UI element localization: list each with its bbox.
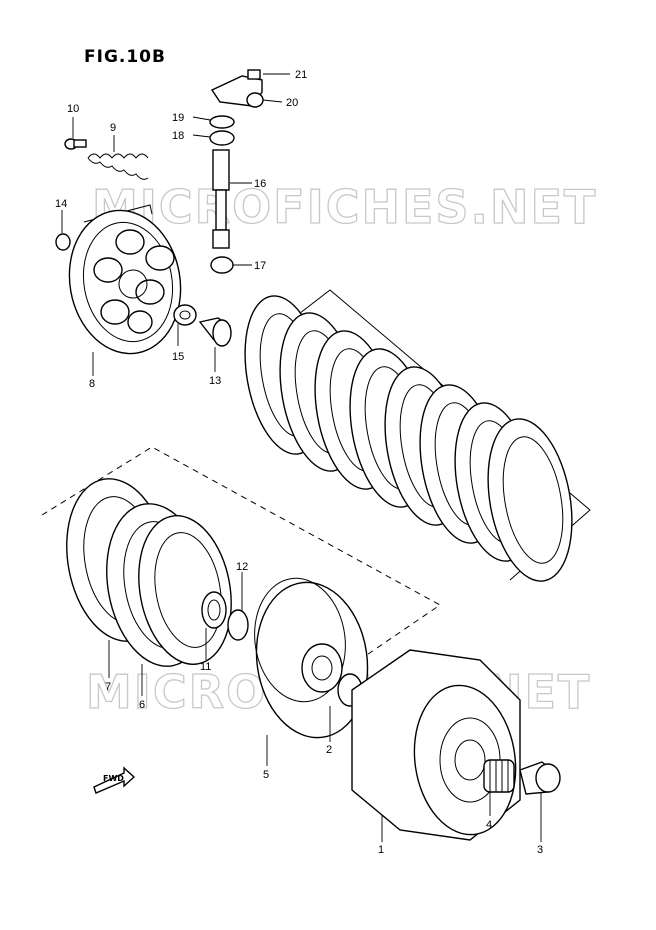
spring-washer-12 bbox=[227, 609, 249, 641]
lower-plates bbox=[41, 446, 441, 681]
callout-21: 21 bbox=[295, 69, 307, 81]
push-piece bbox=[198, 317, 232, 347]
bearing-15 bbox=[173, 304, 197, 326]
callout-3: 3 bbox=[537, 844, 543, 856]
callout-5: 5 bbox=[263, 769, 269, 781]
callout-13: 13 bbox=[209, 375, 221, 387]
callout-18: 18 bbox=[172, 130, 184, 142]
needle-bearing-4 bbox=[483, 759, 515, 793]
fwd-label: FWD bbox=[103, 774, 124, 783]
figure-title: FIG.10B bbox=[84, 47, 166, 67]
callout-8: 8 bbox=[89, 378, 95, 390]
spring-bolt bbox=[64, 138, 87, 150]
callout-1: 1 bbox=[378, 844, 384, 856]
release-arm bbox=[210, 69, 264, 108]
watermark-top: MICROFICHES.NET bbox=[92, 180, 597, 234]
callout-2: 2 bbox=[326, 744, 332, 756]
pressure-plate-bosses bbox=[93, 229, 175, 334]
callout-10: 10 bbox=[67, 103, 79, 115]
fwd-direction-arrow: FWD bbox=[93, 766, 136, 794]
release-shaft bbox=[212, 149, 230, 249]
bearing-18 bbox=[209, 130, 235, 146]
spacer-3 bbox=[519, 761, 561, 795]
callout-12: 12 bbox=[236, 561, 248, 573]
callout-14: 14 bbox=[55, 198, 67, 210]
washer-14 bbox=[55, 233, 71, 251]
callout-labels: 21 20 19 18 16 17 10 9 14 15 13 8 12 11 … bbox=[55, 69, 543, 856]
leader-lines bbox=[61, 73, 542, 842]
callout-6: 6 bbox=[139, 699, 145, 711]
callout-7: 7 bbox=[105, 681, 111, 693]
clutch-housing bbox=[351, 649, 521, 841]
callout-16: 16 bbox=[254, 178, 266, 190]
callout-11: 11 bbox=[200, 661, 211, 673]
pressure-plate bbox=[68, 204, 182, 355]
clutch-spring bbox=[87, 153, 149, 180]
callout-9: 9 bbox=[110, 122, 116, 134]
callout-20: 20 bbox=[286, 97, 298, 109]
oil-seal-19 bbox=[209, 115, 235, 129]
thrust-washer-11 bbox=[201, 591, 227, 629]
callout-17: 17 bbox=[254, 260, 266, 272]
callout-4: 4 bbox=[486, 819, 492, 831]
callout-19: 19 bbox=[172, 112, 184, 124]
callout-15: 15 bbox=[172, 351, 184, 363]
bearing-17 bbox=[210, 256, 234, 274]
clutch-plate-stack bbox=[244, 289, 591, 582]
